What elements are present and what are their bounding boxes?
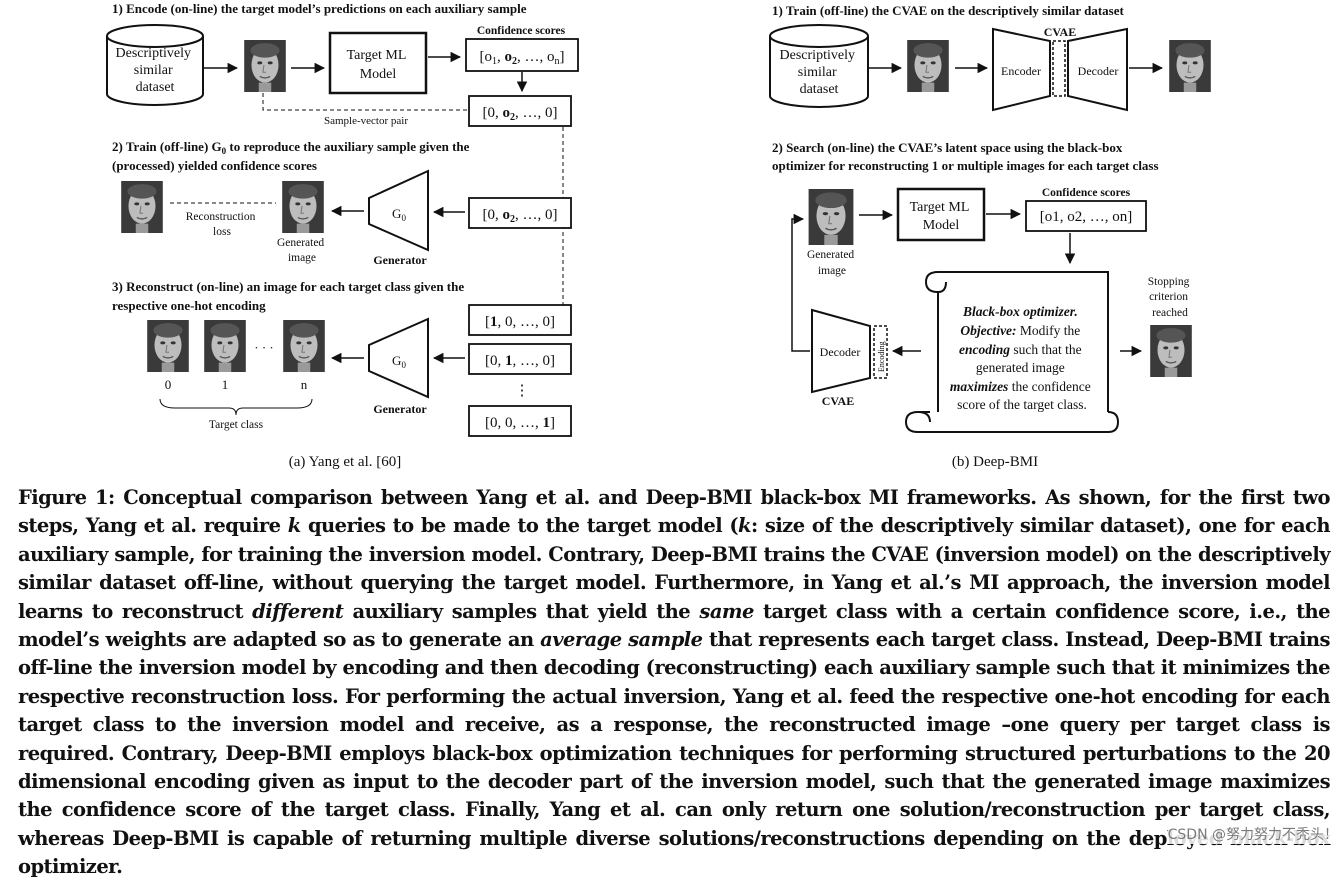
- processed-vector-box-2: [468, 197, 572, 229]
- subcaption-a: (a) Yang et al. [60]: [289, 454, 401, 470]
- auxiliary-face-image: [243, 40, 287, 92]
- generator-shape-1: [368, 169, 429, 252]
- encoder-shape: [992, 27, 1051, 112]
- panel-a: 1) Encode (on-line) the target model’s p…: [106, 1, 579, 470]
- sample-vector-pair-line: [262, 93, 467, 111]
- latent-code-box: [1052, 40, 1066, 97]
- onehot-text-3: [0, 0, …, 1]: [485, 415, 555, 431]
- csdn-watermark: CSDN @努力努力不秃头！: [1167, 824, 1338, 844]
- dataset-label-b: Descriptively similar dataset: [780, 48, 859, 97]
- dataset-cylinder: Descriptively similar dataset: [106, 24, 204, 106]
- auxiliary-face-image-2: [120, 181, 164, 233]
- figure-caption: Figure 1: Conceptual comparison between …: [18, 486, 1331, 879]
- class-n-face: [282, 320, 326, 372]
- confidence-vector-box: [465, 38, 579, 72]
- onehot-box-3: [468, 405, 572, 437]
- generator-label-2: Generator: [373, 402, 427, 416]
- target-model-label-b: Target ML Model: [910, 200, 973, 233]
- target-model-label: Target ML Model: [347, 48, 410, 82]
- dataset-cylinder-b: Descriptively similar dataset: [769, 24, 869, 108]
- subcaption-b: (b) Deep-BMI: [952, 454, 1038, 470]
- ellipsis-vertical: ⋮: [515, 383, 530, 399]
- processed-vector-text: [0, o2, …, 0]: [483, 105, 558, 123]
- class-label-1: 1: [222, 377, 229, 392]
- step1-title: 1) Encode (on-line) the target model’s p…: [112, 1, 527, 16]
- confidence-title-a: Confidence scores: [477, 25, 566, 37]
- dataset-label: Descriptively similar dataset: [116, 46, 195, 95]
- reconstruction-loss-label: Reconstruction loss: [186, 211, 259, 238]
- panel-b: 1) Train (off-line) the CVAE on the desc…: [769, 3, 1212, 470]
- onehot-box-2: [468, 343, 572, 375]
- target-class-label: Target class: [209, 419, 264, 431]
- confidence-vector-text: [o1, o2, …, on]: [480, 49, 565, 67]
- black-box-optimizer-scroll: [904, 269, 1120, 433]
- onehot-text-2: [0, 1, …, 0]: [485, 353, 555, 369]
- encoding-label: Encoding: [877, 341, 886, 372]
- decoder-shape-bottom: [811, 308, 871, 394]
- confidence-title-b: Confidence scores: [1042, 187, 1131, 199]
- target-class-brace: [159, 398, 313, 416]
- class-label-0: 0: [165, 377, 172, 392]
- onehot-text-1: [1, 0, …, 0]: [485, 314, 555, 330]
- stopping-criterion-label: Stopping criterion reached: [1148, 276, 1192, 319]
- confidence-vector-box-b: [1025, 200, 1147, 232]
- step2-title: 2) Train (off-line) G0 to reproduce the …: [112, 139, 473, 173]
- decoder-shape-top: [1067, 27, 1128, 112]
- generated-image-label-b: Generated image: [807, 249, 857, 277]
- g0-label-2: G0: [392, 353, 406, 370]
- encoder-label: Encoder: [1001, 64, 1041, 78]
- processed-vector-box: [468, 95, 572, 127]
- target-model-box-b: [896, 187, 986, 242]
- g0-label-1: G0: [392, 206, 406, 223]
- target-model-box: [328, 31, 428, 95]
- generator-label-1: Generator: [373, 253, 427, 267]
- encoding-box: [873, 325, 888, 379]
- scroll-text: Black-box optimizer. Objective: Modify t…: [950, 304, 1094, 412]
- onehot-box-1: [468, 304, 572, 336]
- generated-face-image-b: [808, 189, 854, 245]
- cvae-label-top: CVAE: [1044, 25, 1076, 39]
- processed-vector-text-2: [0, o2, …, 0]: [483, 207, 558, 225]
- step3-title: 3) Reconstruct (on-line) an image for ea…: [112, 279, 467, 313]
- step2-title-b: 2) Search (on-line) the CVAE’s latent sp…: [772, 140, 1159, 173]
- class-label-n: n: [301, 377, 308, 392]
- decoder-label-bottom: Decoder: [820, 345, 861, 359]
- ellipsis-horizontal: · · ·: [254, 340, 274, 355]
- figure-diagram: 1) Encode (on-line) the target model’s p…: [106, 1, 1212, 470]
- confidence-vector-text-b: [o1, o2, …, on]: [1040, 209, 1133, 225]
- generated-image-label: Generated image: [277, 237, 327, 264]
- generated-face-image: [281, 181, 325, 233]
- class-1-face: [203, 320, 247, 372]
- final-face-image: [1149, 325, 1193, 377]
- sample-vector-pair-label: Sample-vector pair: [324, 115, 408, 127]
- generator-shape-2: [368, 317, 429, 399]
- decoder-label-top: Decoder: [1078, 64, 1119, 78]
- reconstructed-face-image-b: [1168, 40, 1212, 92]
- auxiliary-face-image-b: [906, 40, 950, 92]
- class-0-face: [146, 320, 190, 372]
- cvae-label-bottom: CVAE: [822, 394, 854, 408]
- step1-title-b: 1) Train (off-line) the CVAE on the desc…: [772, 3, 1124, 18]
